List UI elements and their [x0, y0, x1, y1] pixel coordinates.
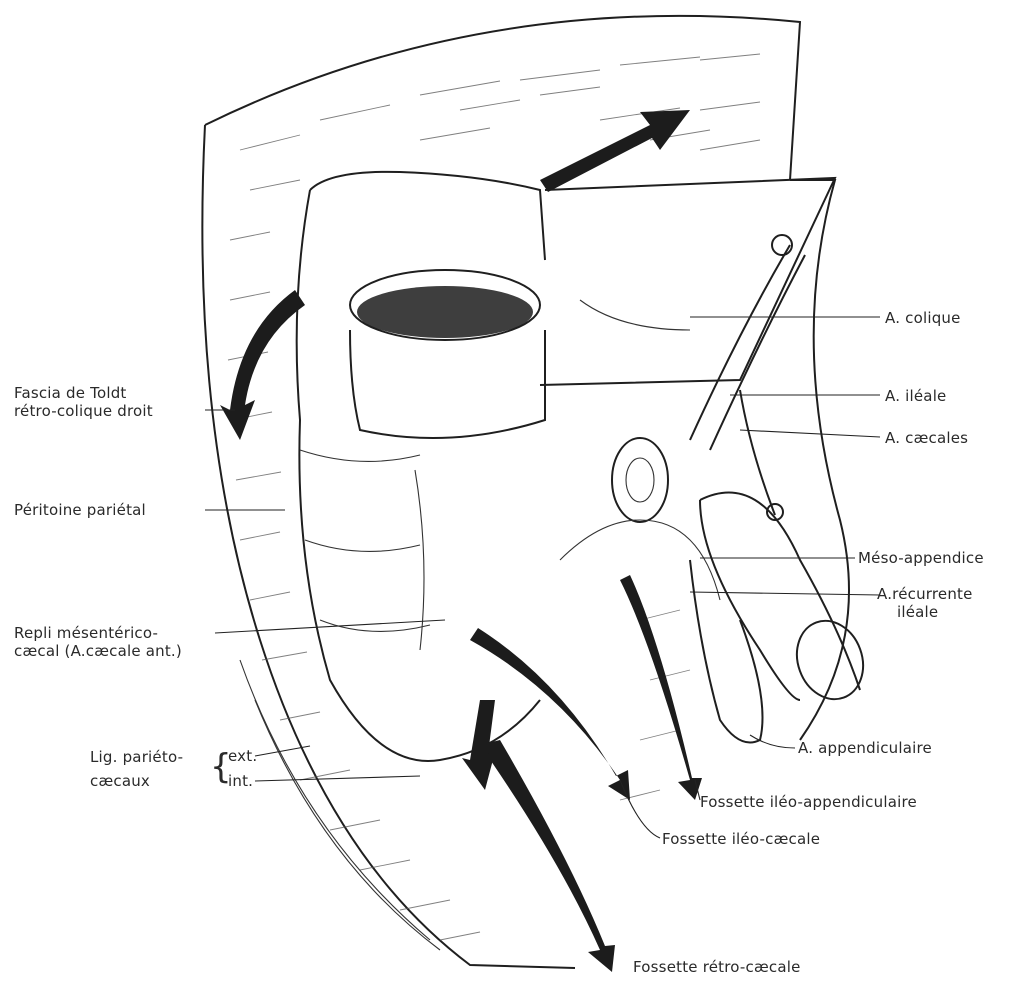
label-fossette-retro-caecale: Fossette rétro-cæcale [633, 958, 801, 976]
label-a-appendiculaire: A. appendiculaire [798, 739, 932, 757]
label-a-recurrente-line2: iléale [897, 603, 938, 621]
label-a-ileale: A. iléale [885, 387, 947, 405]
label-fossette-ileo-caecale: Fossette iléo-cæcale [662, 830, 820, 848]
colon [297, 172, 545, 761]
label-lig-line2: cæcaux [90, 772, 150, 790]
label-lig-ext: ext. [228, 747, 257, 765]
arrows [220, 110, 702, 972]
label-repli-line1: Repli mésentérico- [14, 624, 158, 642]
label-peritoine-parietal: Péritoine pariétal [14, 501, 146, 519]
label-fossette-ileo-appendiculaire: Fossette iléo-appendiculaire [700, 793, 917, 811]
label-repli-line2: cæcal (A.cæcale ant.) [14, 642, 182, 660]
label-lig-int: int. [228, 772, 253, 790]
label-lig-line1: Lig. pariéto- [90, 748, 183, 766]
label-meso-appendice: Méso-appendice [858, 549, 984, 567]
leader-lines [205, 317, 880, 838]
mesentery [540, 178, 874, 743]
label-fascia-toldt-line2: rétro-colique droit [14, 402, 153, 420]
label-a-recurrente-line1: A.récurrente [877, 585, 973, 603]
label-a-colique: A. colique [885, 309, 961, 327]
label-fascia-toldt-line1: Fascia de Toldt [14, 384, 127, 402]
label-a-caecales: A. cæcales [885, 429, 968, 447]
